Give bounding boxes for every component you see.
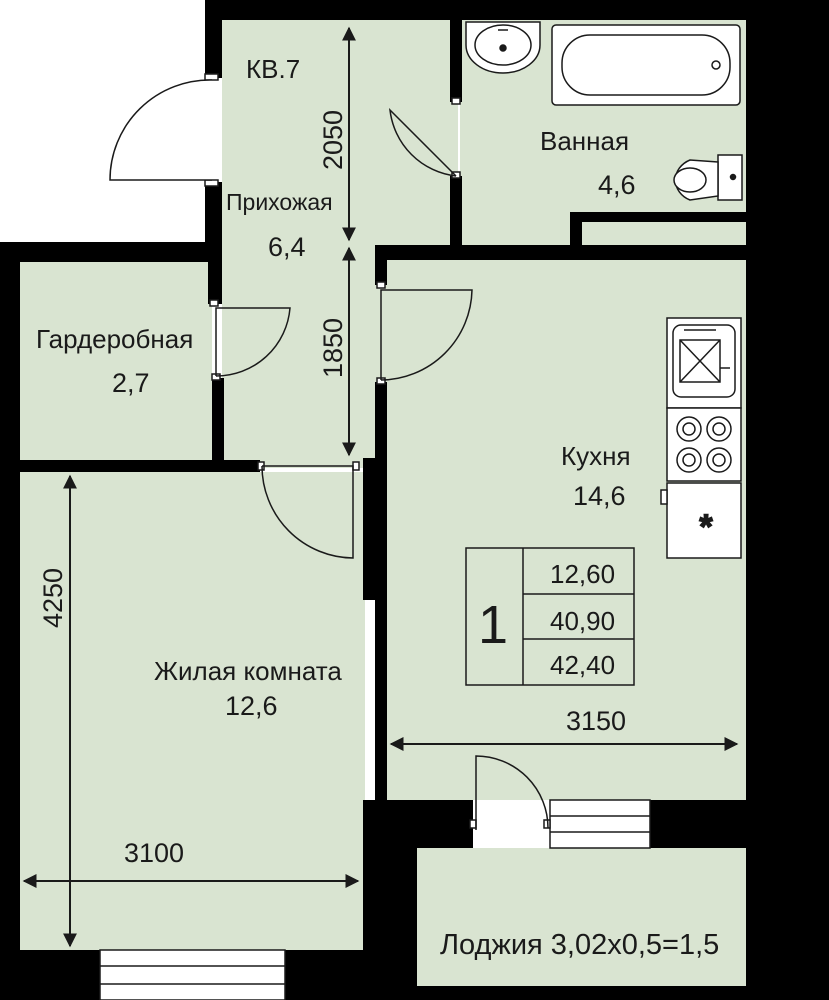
dimension-lines [22, 26, 739, 948]
wardrobe-floor [20, 262, 212, 462]
living-area-value: 12,60 [550, 559, 615, 589]
entrance-door [109, 73, 219, 187]
living-floor [20, 472, 365, 950]
svg-text:*: * [699, 508, 713, 546]
sink-icon [465, 21, 541, 74]
rooms-count: 1 [478, 595, 508, 655]
kitchen-area: 14,6 [573, 481, 626, 511]
kitchen-name: Кухня [561, 441, 631, 471]
kitchen-window [549, 799, 651, 849]
living-area: 12,6 [225, 691, 278, 721]
living-door [257, 461, 360, 559]
loggia-label: Лоджия 3,02х0,5=1,5 [440, 929, 719, 961]
dim-hall-upper: 2050 [318, 110, 348, 170]
bath-name: Ванная [540, 126, 629, 156]
hall-area: 6,4 [268, 232, 306, 262]
bath-fixtures [465, 21, 743, 201]
total-area-value: 40,90 [550, 606, 615, 636]
windows [99, 799, 651, 1000]
kitchen-door [376, 281, 473, 385]
hall-name: Прихожая [226, 189, 333, 215]
kitchen-sink-icon [666, 317, 742, 409]
bathtub-icon [551, 24, 741, 106]
fridge-icon: * [660, 482, 742, 559]
apartment-label: КВ.7 [246, 54, 300, 84]
kitchen-fixtures: * [660, 317, 742, 559]
living-window [99, 949, 286, 1000]
wardrobe-name: Гардеробная [36, 324, 193, 354]
dim-living-width: 3100 [124, 838, 184, 868]
bath-area: 4,6 [598, 170, 636, 200]
dim-hall-lower: 1850 [318, 318, 348, 378]
bath-door [389, 97, 461, 179]
dim-kitchen-width: 3150 [566, 706, 626, 736]
wardrobe-door [209, 299, 291, 381]
dim-living-height: 4250 [38, 568, 68, 628]
area-summary-table [465, 547, 635, 686]
doors [109, 73, 551, 830]
wardrobe-area: 2,7 [112, 368, 150, 398]
living-name: Жилая комната [154, 656, 342, 686]
loggia-door [469, 755, 551, 830]
total-with-loggia-value: 42,40 [550, 650, 615, 680]
stove-icon [666, 407, 742, 482]
toilet-icon [673, 154, 743, 201]
loggia-floor [417, 848, 746, 986]
